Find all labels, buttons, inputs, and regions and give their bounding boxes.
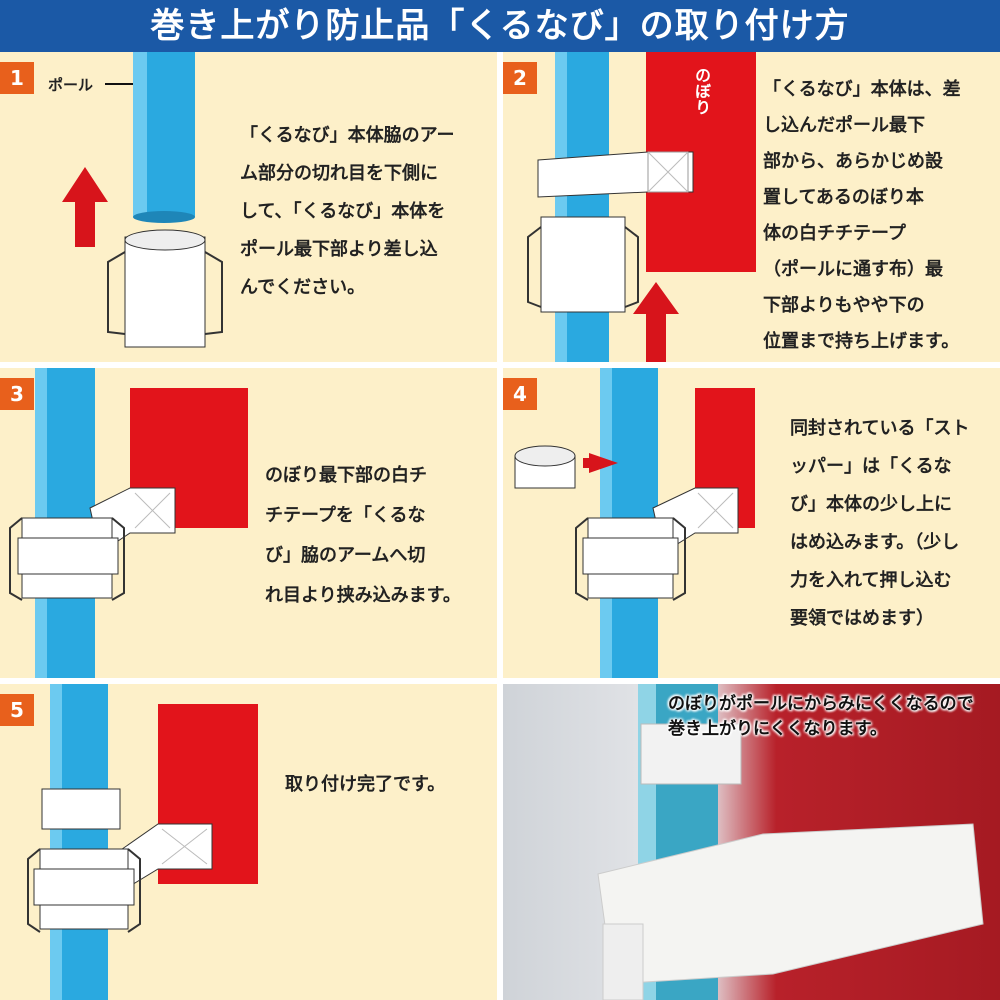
text-line: び」本体の少し上に <box>790 494 952 515</box>
text-line: 下部よりもやや下の <box>763 295 925 316</box>
text-line: チテープを「くるな <box>265 505 426 526</box>
text-line: び」脇のアームへ切 <box>265 545 426 566</box>
step-1-panel: 1 ポール 「くるなび」本体脇のアー ム部分の切れ目を下側に して、「くるなび」… <box>0 52 497 362</box>
text-line: 部から、あらかじめ設 <box>763 151 943 172</box>
text-line: 置してあるのぼり本 <box>763 187 924 208</box>
up-arrow-icon <box>62 167 108 247</box>
text-line: ム部分の切れ目を下側に <box>240 163 438 184</box>
step-5-panel: 5 取り付け完了です。 <box>0 684 497 1000</box>
step-5-text: 取り付け完了です。 <box>285 770 445 796</box>
text-line: ッパー」は「くるな <box>790 456 952 477</box>
step-number: 3 <box>0 378 34 410</box>
kurunavi-body <box>540 216 626 313</box>
step-2-panel: 2 のぼり 「くるなび」本体は、差 し込んだポール最下 部から、あらかじめ設 置… <box>503 52 1000 362</box>
text-line: んでください。 <box>240 277 366 298</box>
pole-label: ポール <box>48 76 94 94</box>
step-number: 5 <box>0 694 34 726</box>
step-3-panel: 3 のぼり最下部の白チ チテープを「くるな び」脇のアームへ切 れ目より挟み込み… <box>0 368 497 678</box>
up-arrow-icon <box>633 282 679 362</box>
step-number: 1 <box>0 62 34 94</box>
photo-illustration <box>597 684 984 1000</box>
result-photo: のぼりがポールにからみにくくなるので 巻き上がりにくくなります。 <box>503 684 1000 1000</box>
right-arrow-icon <box>583 453 618 473</box>
step-2-text: 「くるなび」本体は、差 し込んだポール最下 部から、あらかじめ設 置してあるのぼ… <box>763 72 961 360</box>
step-5-illustration <box>27 684 258 1000</box>
text-line: はめ込みます。（少し <box>790 532 960 553</box>
page-title: 巻き上がり防止品「くるなび」の取り付け方 <box>0 0 1000 52</box>
text-line: 力を入れて押し込む <box>790 570 952 591</box>
step-4-panel: 4 同封されている「スト ッパー」は「くるな び」本体の少し上に はめ込みます。… <box>503 368 1000 678</box>
step-1-text: 「くるなび」本体脇のアー ム部分の切れ目を下側に して、「くるなび」本体を ポー… <box>240 117 455 307</box>
kurunavi-body <box>124 236 206 348</box>
step-number: 2 <box>503 62 537 94</box>
text-line: 取り付け完了です。 <box>285 774 446 795</box>
text-line: のぼり最下部の白チ <box>265 465 427 486</box>
step-3-illustration <box>9 368 248 678</box>
caption-line: のぼりがポールにからみにくくなるので <box>668 694 974 714</box>
step-4-illustration <box>514 368 755 678</box>
text-line: 同封されている「スト <box>790 418 970 439</box>
photo-caption: のぼりがポールにからみにくくなるので 巻き上がりにくくなります。 <box>668 692 974 742</box>
caption-line: 巻き上がりにくくなります。 <box>668 719 887 739</box>
text-line: 体の白チチテープ <box>763 223 906 244</box>
step-3-text: のぼり最下部の白チ チテープを「くるな び」脇のアームへ切 れ目より挟み込みます… <box>265 456 461 616</box>
text-line: れ目より挟み込みます。 <box>265 585 461 606</box>
text-line: 要領ではめます） <box>790 608 934 629</box>
stopper <box>41 788 121 830</box>
step-2-illustration <box>527 52 756 362</box>
step-number: 4 <box>503 378 537 410</box>
text-line: （ポールに通す布）最 <box>763 259 943 280</box>
text-line: 「くるなび」本体は、差 <box>763 79 961 100</box>
stopper <box>640 723 742 785</box>
text-line: ポール最下部より差し込 <box>240 239 438 260</box>
text-line: し込んだポール最下 <box>763 115 925 136</box>
text-line: 「くるなび」本体脇のアー <box>240 125 455 146</box>
text-line: して、「くるなび」本体を <box>240 201 446 222</box>
flag-label: のぼり <box>692 67 711 115</box>
step-1-illustration <box>62 52 223 348</box>
stopper <box>514 445 576 489</box>
step-4-text: 同封されている「スト ッパー」は「くるな び」本体の少し上に はめ込みます。（少… <box>790 410 969 638</box>
text-line: 位置まで持ち上げます。 <box>763 331 960 352</box>
